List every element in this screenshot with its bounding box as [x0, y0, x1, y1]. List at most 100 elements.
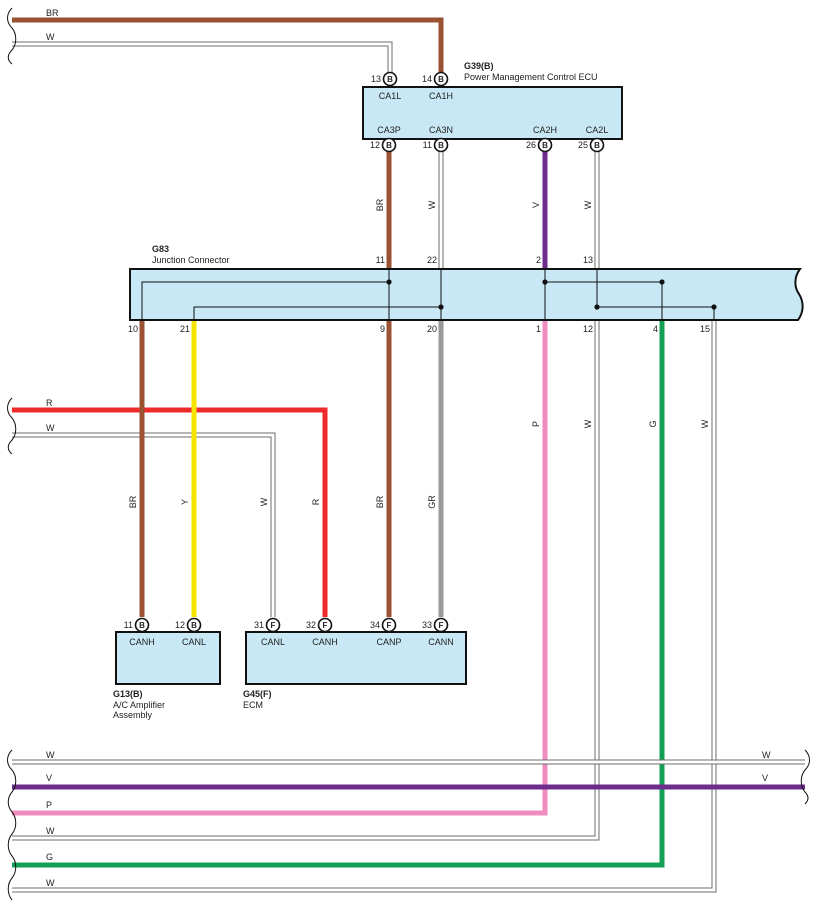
label-g13-y: Y: [180, 499, 190, 505]
g83-name: Junction Connector: [152, 255, 230, 265]
pin-number: 13: [371, 74, 381, 84]
g39-label-ca2h: CA2H: [533, 125, 557, 135]
pin-number: 31: [254, 620, 264, 630]
wire-w-top: [12, 41, 393, 72]
pin-number: 26: [526, 140, 536, 150]
label-g39-br: BR: [375, 198, 385, 211]
g83-internal-lines: [141, 269, 717, 320]
g83-pin-9: 9: [380, 324, 385, 334]
g39-pin-ca2h: 26 B: [526, 137, 553, 153]
g39-pin-ca1l: 13 B: [371, 71, 398, 87]
wire-w-down2-core: [12, 320, 716, 892]
label-down-w: W: [583, 419, 593, 428]
connector-letter: B: [542, 141, 548, 150]
g39-label-ca1l: CA1L: [379, 91, 402, 101]
label-g13-br: BR: [128, 495, 138, 508]
label-g45-gr: GR: [427, 495, 437, 509]
g83-box: [129, 268, 804, 321]
g83-pin-12: 12: [583, 324, 593, 334]
connector-letter: F: [271, 621, 276, 630]
label-g45-w: W: [259, 497, 269, 506]
component-titles: G39(B) Power Management Control ECU G83 …: [113, 61, 598, 720]
label-bot-w3: W: [46, 878, 55, 888]
g83-pin-2: 2: [536, 255, 541, 265]
g45-label-cann: CANN: [428, 637, 454, 647]
g39-pin-ca3p: 12 B: [370, 137, 397, 153]
wires: [12, 17, 805, 893]
connector-letter: B: [139, 621, 145, 630]
wire-break-marks: [7, 7, 810, 901]
g83-pin-10: 10: [128, 324, 138, 334]
g83-pin-11: 11: [376, 255, 385, 265]
g83-pin-numbers: 11 22 2 13 10 21 9 20 1 12 4 15: [128, 255, 710, 334]
g83-pin-4: 4: [653, 324, 658, 334]
pin-function-labels: CA1L CA1H CA3P CA3N CA2H CA2L CANH CANL …: [129, 91, 608, 647]
connector-letter: B: [386, 141, 392, 150]
g45-pin-cann: 33 F: [422, 617, 449, 633]
wire-r-mid: [12, 407, 328, 617]
pin-number: 14: [422, 74, 432, 84]
wire-w-mid-core: [12, 433, 275, 617]
label-g45-r: R: [311, 498, 321, 505]
pin-number: 11: [124, 620, 133, 630]
g13-id: G13(B): [113, 689, 143, 699]
g45-name: ECM: [243, 700, 263, 710]
wire-labels-horizontal: BR W R W W W V V P W G W: [46, 8, 771, 888]
connector-letter: B: [191, 621, 197, 630]
label-g39-w: W: [427, 200, 437, 209]
g39-label-ca2l: CA2L: [586, 125, 609, 135]
pin-number: 25: [578, 140, 588, 150]
wire-w-down2: [12, 320, 717, 893]
wire-w-down-core: [12, 320, 599, 840]
connector-letter: B: [387, 75, 393, 84]
g13-label-canh: CANH: [129, 637, 155, 647]
g13-name-line2: Assembly: [113, 710, 153, 720]
g45-id: G45(F): [243, 689, 272, 699]
label-g39-w2: W: [583, 200, 593, 209]
g45-pin-canl: 31 F: [254, 617, 281, 633]
pin-number: 12: [175, 620, 185, 630]
g83-pin-22: 22: [427, 255, 437, 265]
pin-number: 12: [370, 140, 380, 150]
g83-pin-21: 21: [180, 324, 190, 334]
label-top-br: BR: [46, 8, 59, 18]
label-bot-w2: W: [46, 826, 55, 836]
pin-number: 11: [423, 140, 432, 150]
label-g39-v: V: [531, 202, 541, 208]
label-bot-w1-right: W: [762, 750, 771, 760]
connector-letter: F: [323, 621, 328, 630]
connector-letter: B: [594, 141, 600, 150]
wire-p-down: [12, 320, 548, 816]
g13-pin-canh: 11 B: [124, 617, 150, 633]
label-down-g: G: [648, 420, 658, 427]
g83-pin-15: 15: [700, 324, 710, 334]
wire-g-down: [12, 320, 665, 868]
pin-number: 33: [422, 620, 432, 630]
g39-label-ca3p: CA3P: [377, 125, 401, 135]
connector-letter: F: [439, 621, 444, 630]
g39-label-ca3n: CA3N: [429, 125, 453, 135]
label-bot-g: G: [46, 852, 53, 862]
g13-name-line1: A/C Amplifier: [113, 700, 165, 710]
g39-name: Power Management Control ECU: [464, 72, 598, 82]
label-mid-r: R: [46, 398, 53, 408]
wire-br-top: [12, 17, 444, 72]
label-bot-v-right: V: [762, 773, 768, 783]
pin-number: 34: [370, 620, 380, 630]
g13-label-canl: CANL: [182, 637, 206, 647]
label-top-w: W: [46, 32, 55, 42]
g83-pin-20: 20: [427, 324, 437, 334]
g45-label-canh: CANH: [312, 637, 338, 647]
g39-box: [362, 86, 623, 140]
g13-pin-canl: 12 B: [175, 617, 202, 633]
g45-label-canl: CANL: [261, 637, 285, 647]
wire-labels-vertical: BR W V W BR Y W R BR GR P W G W: [128, 198, 710, 508]
g39-label-ca1h: CA1H: [429, 91, 453, 101]
g39-id: G39(B): [464, 61, 494, 71]
g83-pin-1: 1: [536, 324, 541, 334]
label-down-p: P: [531, 421, 541, 427]
